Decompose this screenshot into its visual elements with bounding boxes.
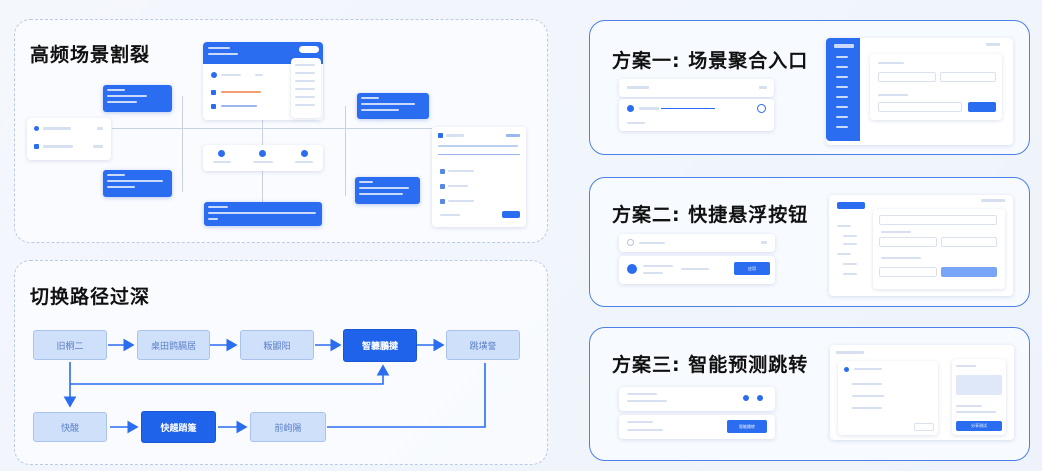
mini-blue-card	[103, 85, 172, 112]
mini-card: 应用	[619, 256, 775, 284]
share-test-button[interactable]: 分享测试	[956, 421, 1002, 431]
mini-card: 智能跳转	[619, 415, 775, 439]
solution3-title: 方案三: 智能预测跳转	[612, 354, 809, 376]
flow-node: 跳墴詧	[446, 330, 520, 360]
mini-icon-card	[203, 145, 323, 171]
solution1-title: 方案一: 场景聚合入口	[612, 50, 809, 72]
mini-blue-card	[357, 93, 429, 119]
problem1-title: 高频场景割裂	[30, 44, 151, 66]
flow-node: 粄鼰阳	[240, 330, 314, 360]
mini-card	[619, 99, 774, 131]
mini-blue-card	[355, 177, 420, 204]
mini-app-window: 分享测试	[830, 345, 1014, 440]
flow-node: 快酸	[33, 412, 107, 442]
problem2-title: 切换路径过深	[30, 286, 151, 308]
solution2-title: 方案二: 快捷悬浮按钮	[612, 204, 809, 226]
mini-card	[619, 234, 775, 252]
mini-settings-card	[432, 127, 526, 227]
connector	[182, 96, 183, 192]
mini-app-card	[203, 42, 323, 120]
mini-card	[619, 79, 774, 97]
flow-node: 前岣陽	[250, 412, 326, 442]
smart-jump-button[interactable]: 智能跳转	[727, 420, 767, 433]
flow-node: 快趧踃箑	[141, 411, 216, 443]
apply-button[interactable]: 应用	[734, 262, 770, 275]
flow-node: 旧桐二	[33, 330, 107, 360]
mini-blue-card	[204, 202, 322, 226]
connector	[345, 106, 346, 196]
flow-node: 智軈鵬揵	[343, 329, 417, 362]
flow-node: 桌田鹍膈居	[137, 330, 210, 360]
mini-card	[619, 387, 775, 411]
mini-card-left	[27, 118, 111, 160]
mini-app-window	[829, 195, 1013, 296]
connector	[112, 128, 432, 129]
mini-blue-card	[103, 170, 172, 197]
mini-app-window	[826, 38, 1013, 145]
